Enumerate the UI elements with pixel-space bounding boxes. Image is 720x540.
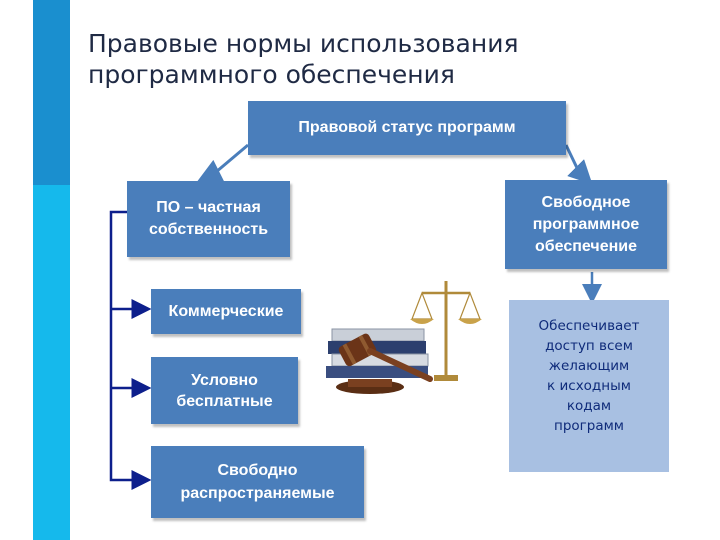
arrow-root-left [197,143,249,182]
accent-bar-bottom [33,185,70,540]
commercial-box: Коммерческие [151,289,301,334]
title-line-1: Правовые нормы использования [88,29,519,58]
commercial-label: Коммерческие [168,302,284,320]
slide-title: Правовые нормы использования программног… [88,28,688,90]
private-property-label: ПО – частная собственность [148,199,269,238]
bracket-left [109,210,152,490]
title-line-2: программного обеспечения [88,60,455,89]
private-property-box: ПО – частная собственность [127,181,290,257]
free-software-description: Обеспечивает доступ всем желающим к исхо… [538,318,640,434]
free-software-box: Свободное программное обеспечение [505,180,667,269]
accent-bar-top [33,0,70,185]
root-box: Правовой статус программ [248,101,566,155]
freeware-label: Свободно распространяемые [180,462,335,502]
free-software-description-box: Обеспечивает доступ всем желающим к исхо… [509,300,669,472]
gavel-scales-books-icon [326,281,482,394]
free-software-label: Свободное программное обеспечение [532,193,640,255]
root-label: Правовой статус программ [298,119,516,136]
shareware-label: Условно бесплатные [176,371,273,410]
shareware-box: Условно бесплатные [151,357,298,424]
arrow-root-right [564,144,593,185]
freeware-box: Свободно распространяемые [151,446,364,518]
